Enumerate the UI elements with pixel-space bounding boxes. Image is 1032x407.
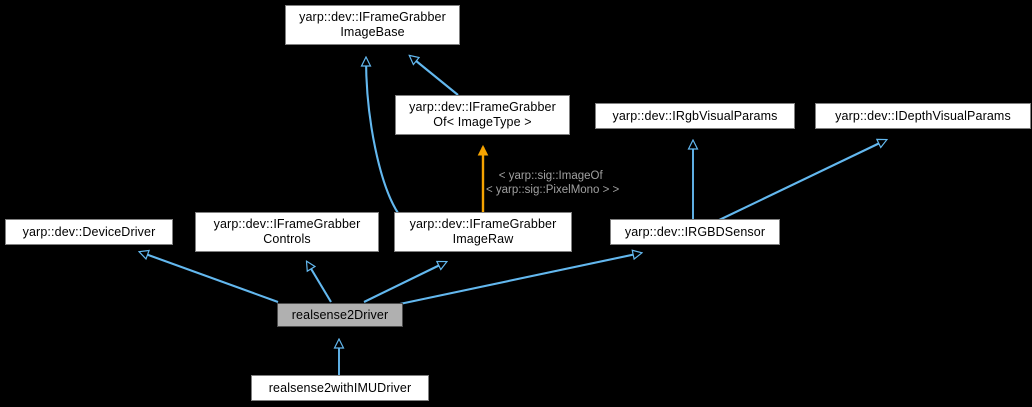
- edge-realsense2driver-to-iframegrabberimageraw: [363, 262, 446, 303]
- edge-irgbdsensor-to-idepthvisualparams: [714, 140, 886, 223]
- template-binding-text: < yarp::sig::ImageOf< yarp::sig::PixelMo…: [486, 170, 620, 196]
- template-binding-label: < yarp::sig::ImageOf< yarp::sig::PixelMo…: [486, 155, 619, 211]
- class-node-label: yarp::dev::IRgbVisualParams: [612, 108, 778, 123]
- edge-realsense2driver-to-irgbdsensor: [394, 253, 641, 307]
- edge-imageraw-to-imagebase: [366, 58, 399, 214]
- class-node-idepthvisualparams[interactable]: yarp::dev::IDepthVisualParams: [815, 103, 1031, 129]
- class-node-label: realsense2withIMUDriver: [268, 380, 412, 395]
- class-node-irgbvisualparams[interactable]: yarp::dev::IRgbVisualParams: [595, 103, 795, 129]
- class-node-label: yarp::dev::IDepthVisualParams: [835, 108, 1011, 123]
- class-node-realsense2withimudriver[interactable]: realsense2withIMUDriver: [251, 375, 429, 401]
- class-node-realsense2driver[interactable]: realsense2Driver: [277, 303, 403, 327]
- class-node-irgbdsensor[interactable]: yarp::dev::IRGBDSensor: [610, 219, 780, 245]
- edge-realsense2driver-to-devicedriver: [140, 252, 279, 303]
- class-node-label: yarp::dev::IRGBDSensor: [624, 224, 766, 239]
- edge-grabberof-to-imagebase: [410, 56, 459, 96]
- class-node-label: yarp::dev::DeviceDriver: [22, 224, 156, 239]
- edge-realsense2driver-to-iframegrabbercontrols: [307, 262, 332, 303]
- class-node-label: realsense2Driver: [291, 307, 389, 322]
- class-node-devicedriver[interactable]: yarp::dev::DeviceDriver: [5, 219, 173, 245]
